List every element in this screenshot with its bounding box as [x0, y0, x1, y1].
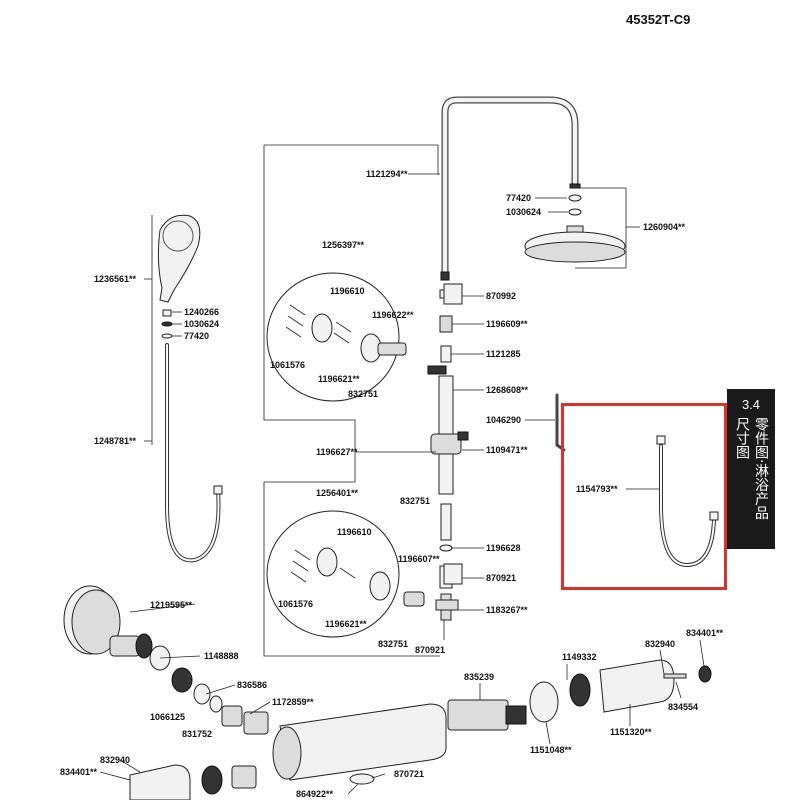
part-label: 1066125 — [150, 712, 185, 722]
part-label: 834554 — [668, 702, 698, 712]
wall-escutcheon — [63, 585, 121, 655]
part-label: 1219595** — [150, 600, 193, 610]
part-label: 1196628 — [486, 543, 521, 553]
part-label: 1183267** — [486, 605, 528, 615]
overhead-shower-head — [524, 225, 626, 263]
section-title-line2: 尺寸图 — [734, 417, 750, 459]
thermostat-body — [272, 703, 447, 781]
part-label: 1256401** — [316, 488, 359, 498]
part-label: 1196621** — [325, 619, 367, 629]
shower-head-fittings — [568, 183, 582, 216]
part-label: 832940 — [645, 639, 675, 649]
part-label: 1196609** — [486, 319, 528, 329]
part-label: 1196610 — [337, 527, 372, 537]
part-label: 870721 — [394, 769, 424, 779]
part-label: 870992 — [486, 291, 516, 301]
part-label: 864922** — [296, 789, 334, 799]
section-number: 3.4 — [741, 397, 761, 412]
part-label: 1196607** — [398, 554, 440, 564]
thermostatic-cartridge — [447, 699, 527, 731]
riser-rail — [427, 271, 469, 640]
part-label: 1196622** — [372, 310, 414, 320]
inlet-connectors — [109, 633, 269, 735]
part-label: 1268608** — [486, 385, 529, 395]
part-label: 832751 — [348, 389, 378, 399]
section-tab[interactable]: 3.4 尺寸图 零件图·淋浴产品 — [727, 389, 775, 549]
lower-wall-bracket — [266, 510, 425, 638]
left-handle-parts — [129, 764, 375, 800]
part-label: 834401** — [60, 767, 98, 777]
part-label: 832751 — [378, 639, 408, 649]
part-label: 1240266 — [184, 307, 219, 317]
part-label: 1046290 — [486, 415, 521, 425]
part-label: 834401** — [686, 628, 724, 638]
part-label: 870921 — [415, 645, 445, 655]
part-label: 1121285 — [486, 349, 521, 359]
part-label: 1151320** — [610, 727, 652, 737]
part-label: 1061576 — [270, 360, 305, 370]
highlight-frame — [561, 403, 727, 590]
part-label: 870921 — [486, 573, 516, 583]
part-label: 77420 — [506, 193, 531, 203]
part-label: 1248781** — [94, 436, 137, 446]
part-label: 1256397** — [322, 240, 365, 250]
temperature-handle-parts — [529, 659, 712, 723]
part-label: 835239 — [464, 672, 494, 682]
part-label: 1109471** — [486, 445, 528, 455]
leader-lines — [99, 173, 705, 795]
part-label: 1196627** — [316, 447, 358, 457]
part-label: 1196621** — [318, 374, 360, 384]
part-labels: 1121294** 77420 1030624 1260904** 125639… — [60, 169, 724, 799]
part-label: 1061576 — [278, 599, 313, 609]
shower-arm — [441, 96, 579, 276]
part-label: 1030624 — [506, 207, 541, 217]
hand-shower-hose — [165, 343, 223, 563]
part-label: 1151048** — [530, 745, 572, 755]
part-label: 832940 — [100, 755, 130, 765]
part-label: 1260904** — [643, 222, 686, 232]
part-label: 1030624 — [184, 319, 219, 329]
upper-wall-bracket — [266, 272, 407, 402]
part-label: 831752 — [182, 729, 212, 739]
part-label: 1149332 — [562, 652, 597, 662]
section-title-line1: 零件图·淋浴产品 — [753, 417, 769, 520]
part-label: 1148888 — [204, 651, 239, 661]
replacement-hose — [656, 435, 719, 568]
part-label: 832751 — [400, 496, 430, 506]
part-label: 1172859** — [272, 697, 314, 707]
model-number: 45352T-C9 — [626, 12, 690, 27]
part-label: 1236561** — [94, 274, 137, 284]
part-label: 77420 — [184, 331, 209, 341]
part-label: 1154793** — [576, 484, 618, 494]
part-label: 1121294** — [366, 169, 408, 179]
part-label: 836586 — [237, 680, 267, 690]
part-label: 1196610 — [330, 286, 365, 296]
hand-shower — [157, 214, 201, 339]
